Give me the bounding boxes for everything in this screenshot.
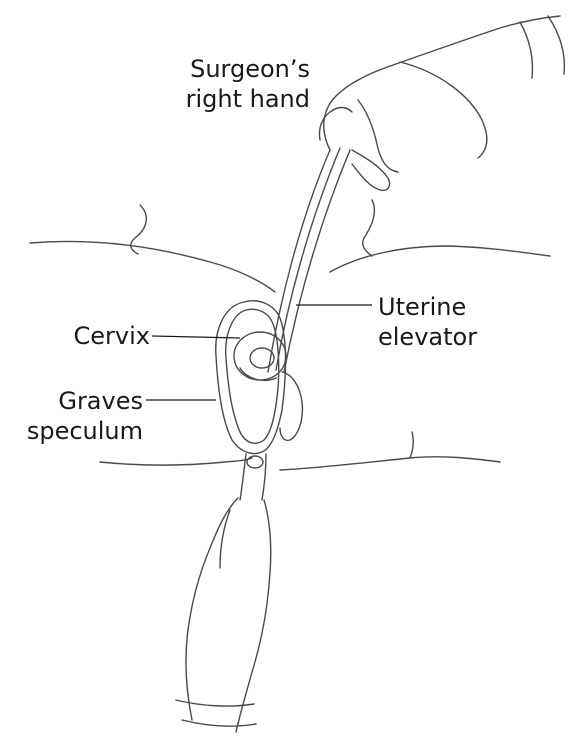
left-hand-finger (220, 510, 230, 568)
right-hand-knuckles (358, 100, 398, 172)
right-lower-skin-fold (410, 432, 413, 458)
right-thigh-contour (330, 246, 550, 272)
left-lower-thigh-contour (100, 458, 252, 465)
label-graves-speculum: Graves speculum (10, 386, 143, 446)
left-thigh-contour (30, 241, 275, 292)
left-hand-outline-right (236, 500, 271, 732)
graves-speculum-inner (226, 309, 279, 443)
label-uterine-elevator: Uterine elevator (378, 292, 538, 352)
left-glove-cuff (176, 700, 256, 726)
right-skin-fold (363, 200, 375, 256)
label-surgeons-right-hand: Surgeon’s right hand (150, 54, 310, 114)
uterine-elevator-shaft-2 (276, 148, 340, 370)
right-hand-thumb (352, 150, 390, 190)
right-glove-back (400, 62, 487, 158)
left-hand-outline (186, 498, 238, 720)
right-lower-thigh-contour (280, 457, 500, 470)
right-hand-palm (324, 16, 560, 150)
label-cervix: Cervix (40, 321, 150, 351)
right-glove-cuff (520, 16, 564, 78)
speculum-hinge (247, 456, 263, 468)
speculum-blade-right (280, 372, 302, 440)
